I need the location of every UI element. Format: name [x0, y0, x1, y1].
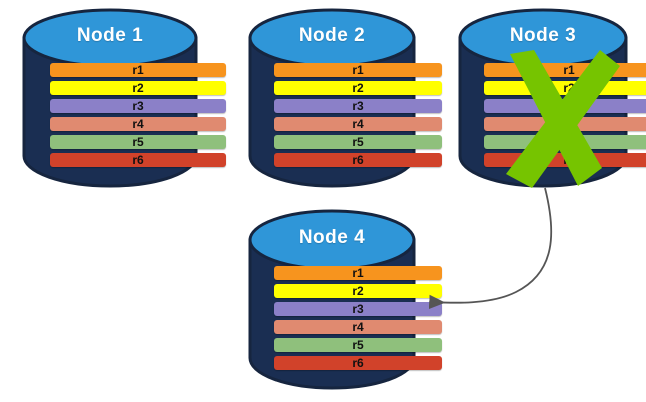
node-rows-2: r1 r2 r3 r4 r5 r6: [248, 63, 468, 167]
row-label: r6: [352, 153, 364, 167]
row-label: r3: [352, 99, 364, 113]
row-label: r2: [352, 81, 364, 95]
row-label: r1: [352, 266, 364, 280]
row-item[interactable]: r5: [274, 338, 442, 352]
row-item[interactable]: r3: [274, 99, 442, 113]
row-label: r1: [563, 63, 575, 77]
row-label: r5: [132, 135, 144, 149]
row-item[interactable]: r1: [274, 266, 442, 280]
row-item[interactable]: r2: [274, 284, 442, 298]
row-label: r5: [563, 135, 575, 149]
row-label: r5: [352, 135, 364, 149]
row-item[interactable]: r3: [484, 99, 646, 113]
row-item[interactable]: r5: [274, 135, 442, 149]
row-item[interactable]: r5: [50, 135, 226, 149]
row-label: r4: [132, 117, 144, 131]
row-label: r4: [352, 320, 364, 334]
node-cylinder-2[interactable]: Node 2 r1 r2 r3 r4 r5 r6: [248, 8, 442, 188]
row-label: r5: [352, 338, 364, 352]
row-label: r4: [352, 117, 364, 131]
row-label: r6: [132, 153, 144, 167]
row-label: r4: [563, 117, 575, 131]
row-item[interactable]: r4: [50, 117, 226, 131]
row-label: r3: [352, 302, 364, 316]
row-label: r3: [132, 99, 144, 113]
row-item[interactable]: r5: [484, 135, 646, 149]
row-item[interactable]: r4: [274, 117, 442, 131]
row-item[interactable]: r6: [274, 356, 442, 370]
row-item[interactable]: r1: [484, 63, 646, 77]
row-label: r6: [352, 356, 364, 370]
node-cylinder-4[interactable]: Node 4 r1 r2 r3 r4 r5 r6: [248, 208, 442, 390]
node-cylinder-1[interactable]: Node 1 r1 r2 r3 r4 r5 r6: [22, 8, 226, 188]
row-label: r1: [132, 63, 144, 77]
row-item[interactable]: r2: [274, 81, 442, 95]
row-item[interactable]: r4: [484, 117, 646, 131]
row-item[interactable]: r1: [274, 63, 442, 77]
row-item[interactable]: r2: [484, 81, 646, 95]
row-label: r3: [563, 99, 575, 113]
node-cylinder-3[interactable]: Node 3 r1 r2 r3 r4 r5 r6: [458, 8, 646, 188]
node-rows-1: r1 r2 r3 r4 r5 r6: [22, 63, 254, 167]
row-label: r6: [563, 153, 575, 167]
row-item[interactable]: r2: [50, 81, 226, 95]
row-item[interactable]: r1: [50, 63, 226, 77]
row-label: r2: [563, 81, 575, 95]
node-rows-3: r1 r2 r3 r4 r5 r6: [458, 63, 646, 167]
row-item[interactable]: r6: [50, 153, 226, 167]
row-item[interactable]: r4: [274, 320, 442, 334]
row-item[interactable]: r6: [484, 153, 646, 167]
row-label: r2: [352, 284, 364, 298]
row-item[interactable]: r6: [274, 153, 442, 167]
row-label: r1: [352, 63, 364, 77]
node-rows-4: r1 r2 r3 r4 r5 r6: [248, 266, 468, 370]
row-item[interactable]: r3: [50, 99, 226, 113]
row-label: r2: [132, 81, 144, 95]
row-item[interactable]: r3: [274, 302, 442, 316]
